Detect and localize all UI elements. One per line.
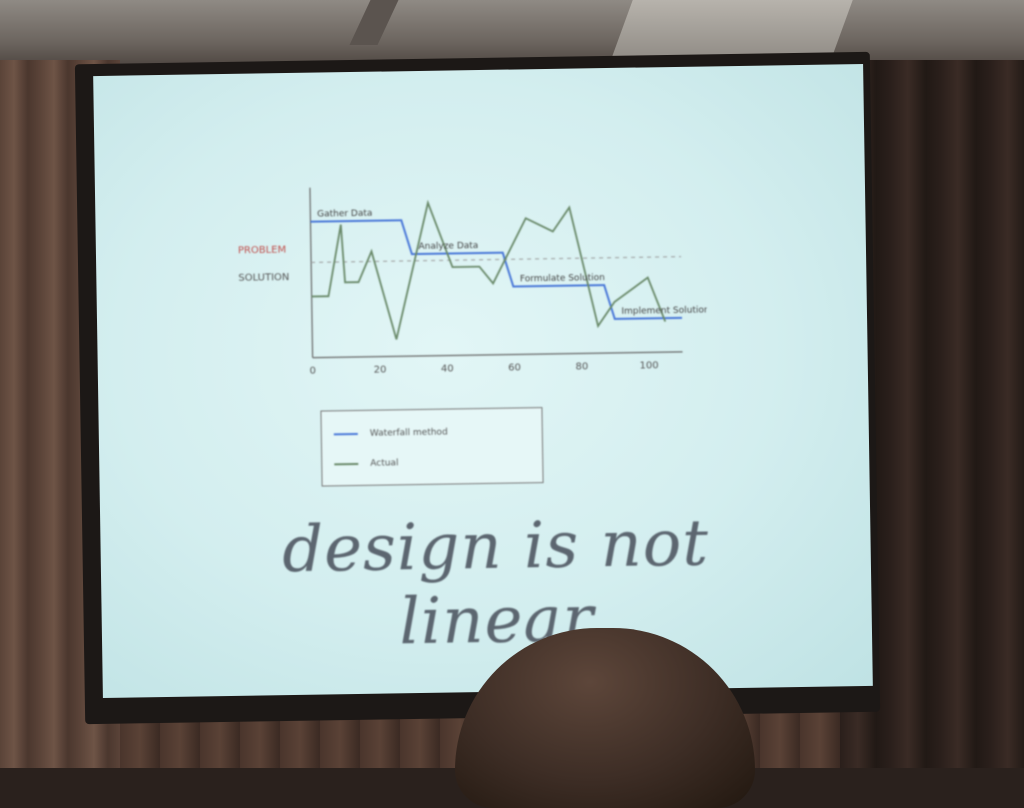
x-tick-label: 0 [310,366,317,377]
legend-label-actual: Actual [370,458,399,469]
problem-solution-divider [311,256,682,263]
slide-tagline: design is not linear [281,506,710,660]
legend-swatch-actual [334,462,359,466]
y-label-solution: SOLUTION [238,272,289,284]
x-tick-label: 40 [441,363,454,374]
series-line-actual [311,199,667,340]
step-annotation: Implement Solution [621,305,708,316]
x-tick-label: 60 [508,362,521,373]
legend-item-actual: Actual [334,454,399,473]
step-annotation: Gather Data [317,209,372,220]
x-axis [312,351,683,359]
line-chart: 0 20 40 60 80 100 PROBLEM SOLUTION Gather DataAn… [238,187,708,377]
legend-label-waterfall: Waterfall method [369,427,448,439]
ceiling-beam [349,0,399,45]
legend-item-waterfall: Waterfall method [333,424,448,444]
x-tick-label: 20 [374,365,387,376]
legend-swatch-waterfall [333,432,358,436]
y-axis [309,187,314,358]
step-annotation: Formulate Solution [520,273,605,284]
series-line-waterfall [310,219,683,320]
step-annotation: Analyze Data [418,241,478,252]
chart-legend: Waterfall method Actual [320,407,544,487]
x-tick-label: 80 [575,361,588,372]
x-tick-label: 100 [640,360,659,371]
y-label-problem: PROBLEM [238,245,286,257]
